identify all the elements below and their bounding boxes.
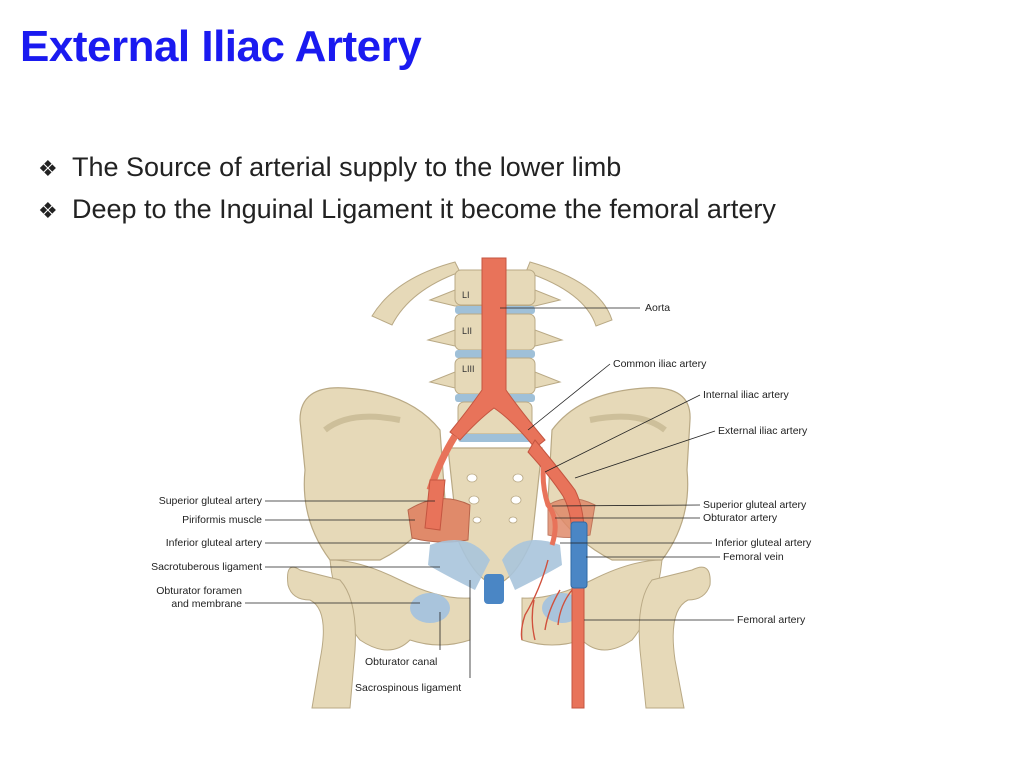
- bullet-item: ❖ The Source of arterial supply to the lo…: [38, 146, 776, 188]
- label-obturator-canal: Obturator canal: [365, 656, 437, 668]
- label-obturator-membrane: and membrane: [171, 598, 242, 610]
- slide-title: External Iliac Artery: [20, 22, 422, 71]
- internal-iliac-artery: [540, 454, 558, 546]
- right-femur: [638, 566, 711, 709]
- label-femoral-vein: Femoral vein: [723, 551, 784, 563]
- arterial-tree: [424, 257, 585, 709]
- label-common-iliac-artery: Common iliac artery: [613, 358, 707, 370]
- left-rib: [371, 261, 461, 326]
- bullet-text: Deep to the Inguinal Ligament it become …: [72, 194, 776, 224]
- bullet-item: ❖ Deep to the Inguinal Ligament it become…: [38, 188, 776, 230]
- aorta: [449, 257, 546, 449]
- label-sacrospinous-ligament: Sacrospinous ligament: [355, 682, 461, 694]
- label-internal-iliac-artery: Internal iliac artery: [703, 389, 790, 401]
- vertebra-label: LIII: [462, 364, 475, 374]
- label-superior-gluteal-artery-right: Superior gluteal artery: [703, 499, 807, 511]
- diamond-bullet-icon: ❖: [38, 198, 58, 223]
- label-obturator-artery: Obturator artery: [703, 512, 778, 524]
- label-superior-gluteal-artery-left: Superior gluteal artery: [159, 495, 263, 507]
- external-iliac-artery: [527, 439, 585, 709]
- label-obturator-foramen: Obturator foramen: [156, 585, 242, 597]
- vertebra-label: LI: [462, 290, 470, 300]
- label-aorta: Aorta: [645, 302, 670, 314]
- superior-gluteal-artery-left: [424, 479, 446, 531]
- bullet-list: ❖ The Source of arterial supply to the lo…: [38, 146, 776, 230]
- label-piriformis-muscle: Piriformis muscle: [182, 514, 262, 526]
- obturator-branches: [520, 559, 573, 641]
- left-obturator-foramen: [410, 593, 450, 623]
- label-inferior-gluteal-artery-right: Inferior gluteal artery: [715, 537, 812, 549]
- label-external-iliac-artery: External iliac artery: [718, 425, 808, 437]
- coccyx-ligament: [484, 574, 504, 604]
- label-sacrotuberous-ligament: Sacrotuberous ligament: [151, 561, 262, 573]
- label-inferior-gluteal-artery-left: Inferior gluteal artery: [166, 537, 263, 549]
- femoral-vein: [570, 521, 588, 589]
- sacrotuberous-ligament: [428, 540, 490, 590]
- vertebra-label: LII: [462, 326, 472, 336]
- bullet-text: The Source of arterial supply to the low…: [72, 152, 622, 182]
- label-leader-lines: [245, 307, 734, 678]
- left-femur: [287, 566, 356, 709]
- label-femoral-artery: Femoral artery: [737, 614, 806, 626]
- sacral-foramina: [466, 473, 524, 524]
- right-rib: [525, 261, 613, 327]
- diamond-bullet-icon: ❖: [38, 156, 58, 181]
